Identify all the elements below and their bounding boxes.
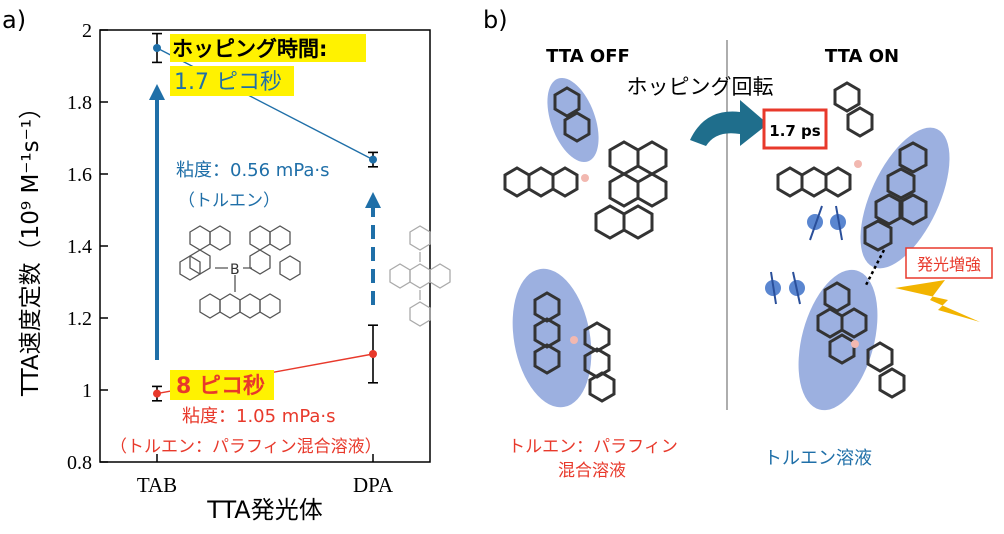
left-caption-line2: 混合溶液 xyxy=(558,461,626,481)
time-box xyxy=(762,108,828,150)
data-point xyxy=(153,44,161,52)
data-point xyxy=(369,155,377,164)
solvent-mixture: （トルエン：パラフィン混合溶液） xyxy=(110,437,382,457)
x-axis-ticks: TAB DPA xyxy=(137,454,394,497)
tab-molecule-structure xyxy=(179,225,301,319)
tta-off-title: TTA OFF xyxy=(546,46,630,67)
y-tick-label: 1.8 xyxy=(67,92,92,114)
hop-time-value: 1.7 ピコ秒 xyxy=(174,70,282,95)
rotation-arrow xyxy=(690,100,768,146)
y-tick-label: 2 xyxy=(82,20,92,42)
panel-a-label: a) xyxy=(2,6,26,34)
y-tick-label: 1.6 xyxy=(67,164,92,186)
series-line xyxy=(156,47,374,161)
hop-time-label: ホッピング時間: xyxy=(172,37,327,61)
viscosity-toluene: 粘度：0.56 mPa·s xyxy=(176,160,330,181)
x-axis-label: TTA発光体 xyxy=(206,496,322,524)
red-time-highlight xyxy=(170,370,274,400)
enhance-label-box xyxy=(905,247,993,279)
data-point xyxy=(153,389,161,398)
data-point xyxy=(369,350,377,358)
x-tick-label: TAB xyxy=(137,473,177,497)
viscosity-mixture: 粘度：1.05 mPa·s xyxy=(182,406,336,427)
rate-constant-chart: 0.8 1 1.2 1.4 1.6 1.8 2 TAB DPA TTA速度定数（10⁹ M⁻¹… xyxy=(18,20,451,524)
tta-off-molecules xyxy=(503,77,668,408)
y-tick-label: 0.8 xyxy=(67,452,92,474)
boron-atom-label: B xyxy=(230,262,240,278)
tta-on-molecules xyxy=(765,81,980,411)
hopping-rotation-label: ホッピング回転 xyxy=(627,75,774,99)
time-box-value: 1.7 ps xyxy=(769,122,821,140)
y-axis-ticks: 0.8 1 1.2 1.4 1.6 1.8 2 xyxy=(67,20,108,474)
y-axis-label: TTA速度定数（10⁹ M⁻¹s⁻¹） xyxy=(18,96,44,397)
y-tick-label: 1.4 xyxy=(67,236,92,258)
x-tick-label: DPA xyxy=(353,473,394,497)
hop-value-highlight xyxy=(170,66,294,96)
right-caption: トルエン溶液 xyxy=(764,448,872,469)
hop-label-highlight xyxy=(170,34,366,62)
red-time-value: 8 ピコ秒 xyxy=(176,374,265,399)
left-caption-line1: トルエン：パラフィン xyxy=(508,437,678,457)
enhance-label: 発光増強 xyxy=(917,255,981,274)
tta-on-title: TTA ON xyxy=(825,46,899,67)
y-tick-label: 1 xyxy=(82,380,92,402)
y-tick-label: 1.2 xyxy=(67,308,92,330)
dpa-molecule-structure xyxy=(389,225,451,327)
solvent-toluene: （トルエン） xyxy=(178,191,280,211)
panel-b-label: b) xyxy=(483,6,508,34)
